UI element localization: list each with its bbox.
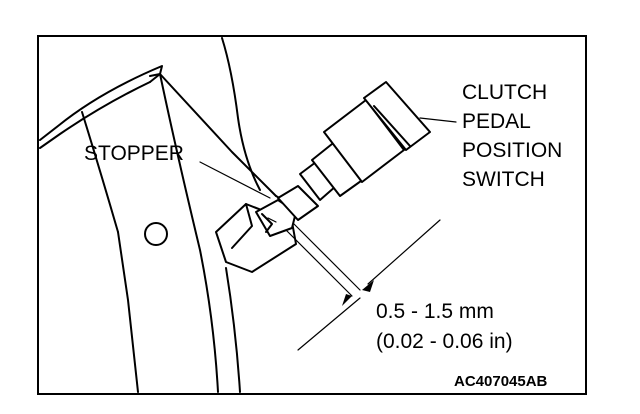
switch-label-line-3: POSITION [462, 139, 562, 162]
bracket-hole [144, 222, 168, 246]
pedal-bracket [39, 65, 168, 393]
stopper-label: STOPPER [84, 142, 184, 165]
gap-value-in: (0.02 - 0.06 in) [376, 330, 513, 353]
switch-label-line-4: SWITCH [462, 168, 545, 191]
gap-value-mm: 0.5 - 1.5 mm [376, 300, 494, 323]
figure-code: AC407045AB [454, 373, 548, 390]
switch-label-line-1: CLUTCH [462, 81, 547, 104]
figure-frame [37, 35, 587, 395]
gap-dimension [285, 219, 441, 351]
switch-label-line-2: PEDAL [462, 110, 531, 133]
stopper [215, 199, 297, 273]
clutch-pedal-position-switch [277, 81, 431, 221]
stopper-leader [199, 161, 271, 199]
switch-leader [419, 117, 457, 123]
